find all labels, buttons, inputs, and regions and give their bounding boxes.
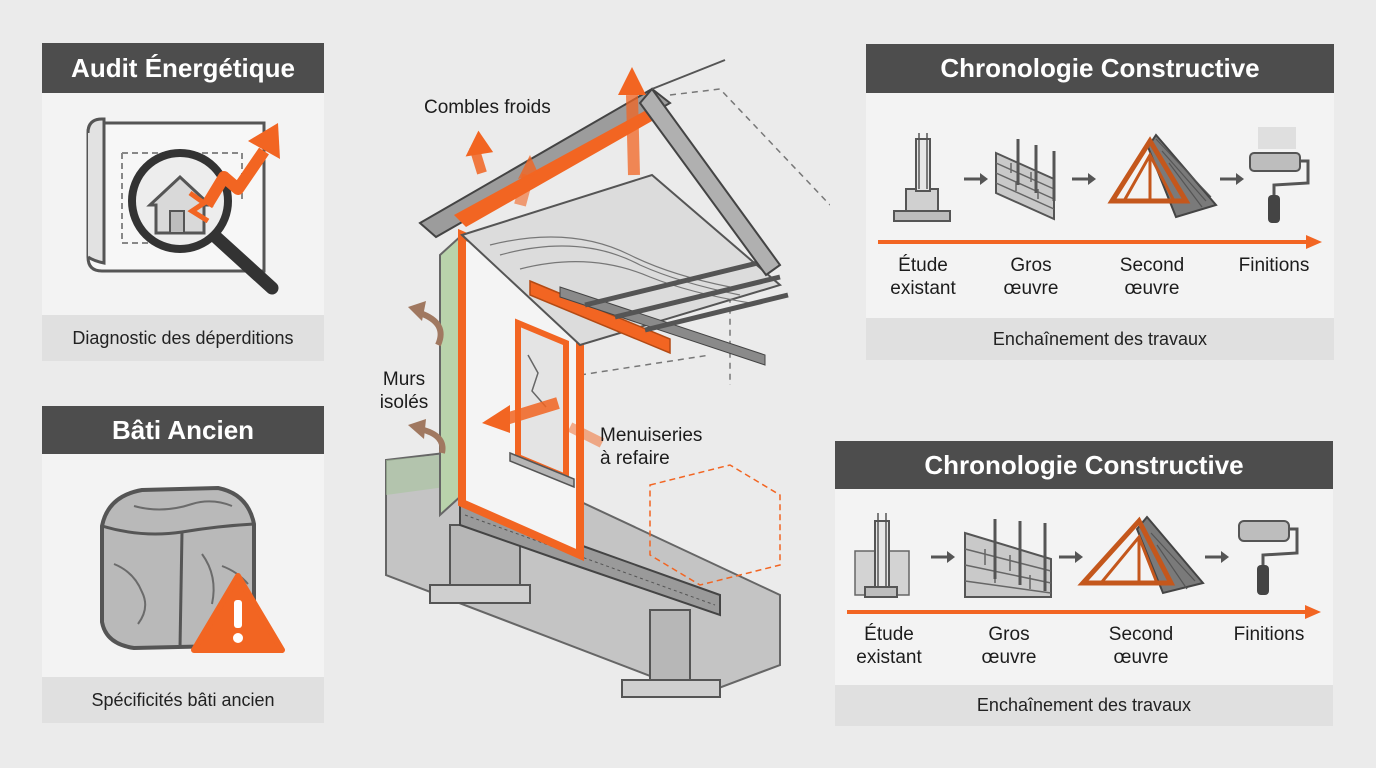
audit-card: Audit Énergétique Diagnostic des déperdi… — [42, 43, 324, 361]
paint-roller-icon — [1249, 127, 1310, 223]
bati-card: Bâti Ancien Spécificités bâti ancien — [42, 406, 324, 723]
chrono-bottom-step-3: Second œuvre — [1108, 624, 1174, 668]
brick-wall-icon — [964, 519, 1052, 598]
roof-frame-icon — [1077, 515, 1205, 595]
magnifier-house-icon — [86, 117, 280, 295]
chrono-top-title: Chronologie Constructive — [866, 44, 1334, 93]
chrono-bottom-body — [835, 489, 1333, 685]
chrono-top-caption: Enchaînement des travaux — [866, 318, 1334, 360]
foundation-icon — [893, 133, 951, 222]
chrono-top-step-3: Second œuvre — [1119, 255, 1185, 299]
chrono-top-step-1: Étude existant — [890, 255, 956, 299]
paint-roller-icon — [1238, 520, 1299, 595]
chrono-bottom-caption: Enchaînement des travaux — [835, 685, 1333, 726]
audit-illustration — [42, 93, 324, 311]
chrono-top-timeline — [878, 127, 1322, 249]
house-cutaway — [370, 55, 831, 705]
bati-title: Bâti Ancien — [42, 406, 324, 454]
label-menuiseries: Menuiseries à refaire — [600, 425, 703, 469]
foundation-icon — [854, 513, 910, 598]
chrono-top-step-4: Finitions — [1238, 255, 1310, 276]
roof-frame-icon — [1107, 133, 1218, 219]
label-combles: Combles froids — [424, 97, 551, 118]
bati-illustration — [42, 454, 324, 677]
chrono-bottom-title: Chronologie Constructive — [835, 441, 1333, 489]
label-murs: Murs isolés — [379, 369, 429, 413]
stone-warning-icon — [100, 485, 285, 653]
audit-caption: Diagnostic des déperditions — [42, 315, 324, 361]
chrono-bottom-step-4: Finitions — [1233, 624, 1305, 645]
bati-caption: Spécificités bâti ancien — [42, 677, 324, 723]
chrono-bottom-step-2: Gros œuvre — [981, 624, 1037, 668]
chrono-bottom-step-1: Étude existant — [856, 624, 922, 668]
house-section-diagram — [385, 59, 831, 698]
chrono-top-card: Chronologie Constructive — [866, 44, 1334, 360]
brick-wall-icon — [995, 139, 1056, 221]
chrono-bottom-card: Chronologie Constructive — [835, 441, 1333, 726]
audit-title: Audit Énergétique — [42, 43, 324, 93]
chrono-bottom-timeline — [847, 513, 1321, 619]
chrono-top-step-2: Gros œuvre — [1003, 255, 1059, 299]
chrono-top-body — [866, 93, 1334, 319]
